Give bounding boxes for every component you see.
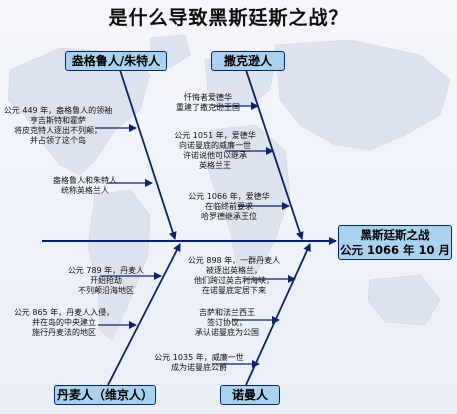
cause-line: 成为诺曼底公爵 [171,363,227,372]
cause-norman-2: 吉萨和法兰西王 签订协议， 承认诺曼底为公国 [175,308,279,338]
cause-line: 并占领了这个岛 [30,136,86,145]
cause-line: 公元 1066 年，爱德华 [188,192,270,201]
cause-norman-3: 公元 1035 年，威廉一世 成为诺曼底公爵 [140,353,258,373]
cause-line: 承认诺曼底为公国 [195,328,259,337]
cause-line: 在诺曼底定居下来 [202,286,266,295]
cause-line: 亨吉斯特和霍萨 [30,116,86,125]
cause-line: 在临终前要求 [205,202,253,211]
cause-line: 重建了撒克逊王国 [176,103,240,112]
page-title: 是什么导致黑斯廷斯之战？ [108,7,349,29]
category-saxon: 撒克逊人 [211,51,285,71]
bone-anglo-saxon [119,69,177,240]
effect-box: 黑斯廷斯之战 公元 1066 年 10 月 [338,225,452,260]
cause-saxon-1: 忏悔者爱德华 重建了撒克逊王国 [158,93,258,113]
cause-line: 向诺曼底的威廉一世 [179,141,251,150]
bone-saxon [245,69,304,240]
category-danish: 丹麦人（维京人） [54,385,156,405]
cause-line: 公元 865 年，丹麦人入侵， [13,308,115,317]
bone-danish [107,243,181,386]
cause-line: 英格兰王 [199,161,231,170]
cause-line: 许诺说他可以继承 [183,151,247,160]
cause-anglo-saxon-2: 盎格鲁人和朱特人 统称英格兰人 [45,176,125,196]
cause-line: 签订协议， [207,318,247,327]
effect-date: 公元 1066 年 10 月 [339,242,451,257]
cause-saxon-3: 公元 1066 年，爱德华 在临终前要求 哈罗德继承王位 [175,192,283,222]
cause-line: 公元 898 年，一群丹麦人 [187,256,281,265]
cause-line: 他们跨过英吉利海峡， [194,276,274,285]
south-america-shape [87,189,151,341]
category-anglo-saxon: 盎格鲁人/朱特人 [65,51,167,71]
cause-line: 忏悔者爱德华 [184,93,232,102]
cause-anglo-saxon-1: 公元 449 年，盎格鲁人的领袖 亨吉斯特和霍萨 将皮克特人逐出不列颠， 并占领… [2,106,114,146]
cause-line: 并在岛的中央建立 [32,318,96,327]
cause-line: 公元 449 年，盎格鲁人的领袖 [3,106,113,115]
asia-shape [274,39,451,151]
cause-line: 施行丹麦法的地区 [32,328,96,337]
australia-shape [367,274,441,326]
africa-shape [204,124,291,276]
cause-line: 公元 789 年，丹麦人 [67,266,145,275]
cause-saxon-2: 公元 1051 年，爱德华 向诺曼底的威廉一世 许诺说他可以继承 英格兰王 [162,131,268,171]
cause-danish-1: 公元 789 年，丹麦人 开始抢劫 不列颠沿海地区 [54,266,158,296]
cause-line: 公元 1051 年，爱德华 [174,131,256,140]
cause-line: 盎格鲁人和朱特人 [53,176,117,185]
cause-norman-1: 公元 898 年，一群丹麦人 被逐出英格兰， 他们跨过英吉利海峡， 在诺曼底定居… [175,256,293,296]
cause-line: 开始抢劫 [90,276,122,285]
cause-line: 哈罗德继承王位 [201,212,257,221]
effect-title: 黑斯廷斯之战 [360,227,430,242]
cause-line: 统称英格兰人 [61,186,109,195]
cause-line: 吉萨和法兰西王 [199,308,255,317]
category-norman: 诺曼人 [220,385,280,405]
cause-line: 不列颠沿海地区 [78,286,134,295]
cause-line: 被逐出英格兰， [206,266,262,275]
cause-line: 将皮克特人逐出不列颠， [14,126,102,135]
cause-danish-2: 公元 865 年，丹麦人入侵， 并在岛的中央建立 施行丹麦法的地区 [3,308,125,338]
cause-line: 公元 1035 年，威廉一世 [154,353,244,362]
